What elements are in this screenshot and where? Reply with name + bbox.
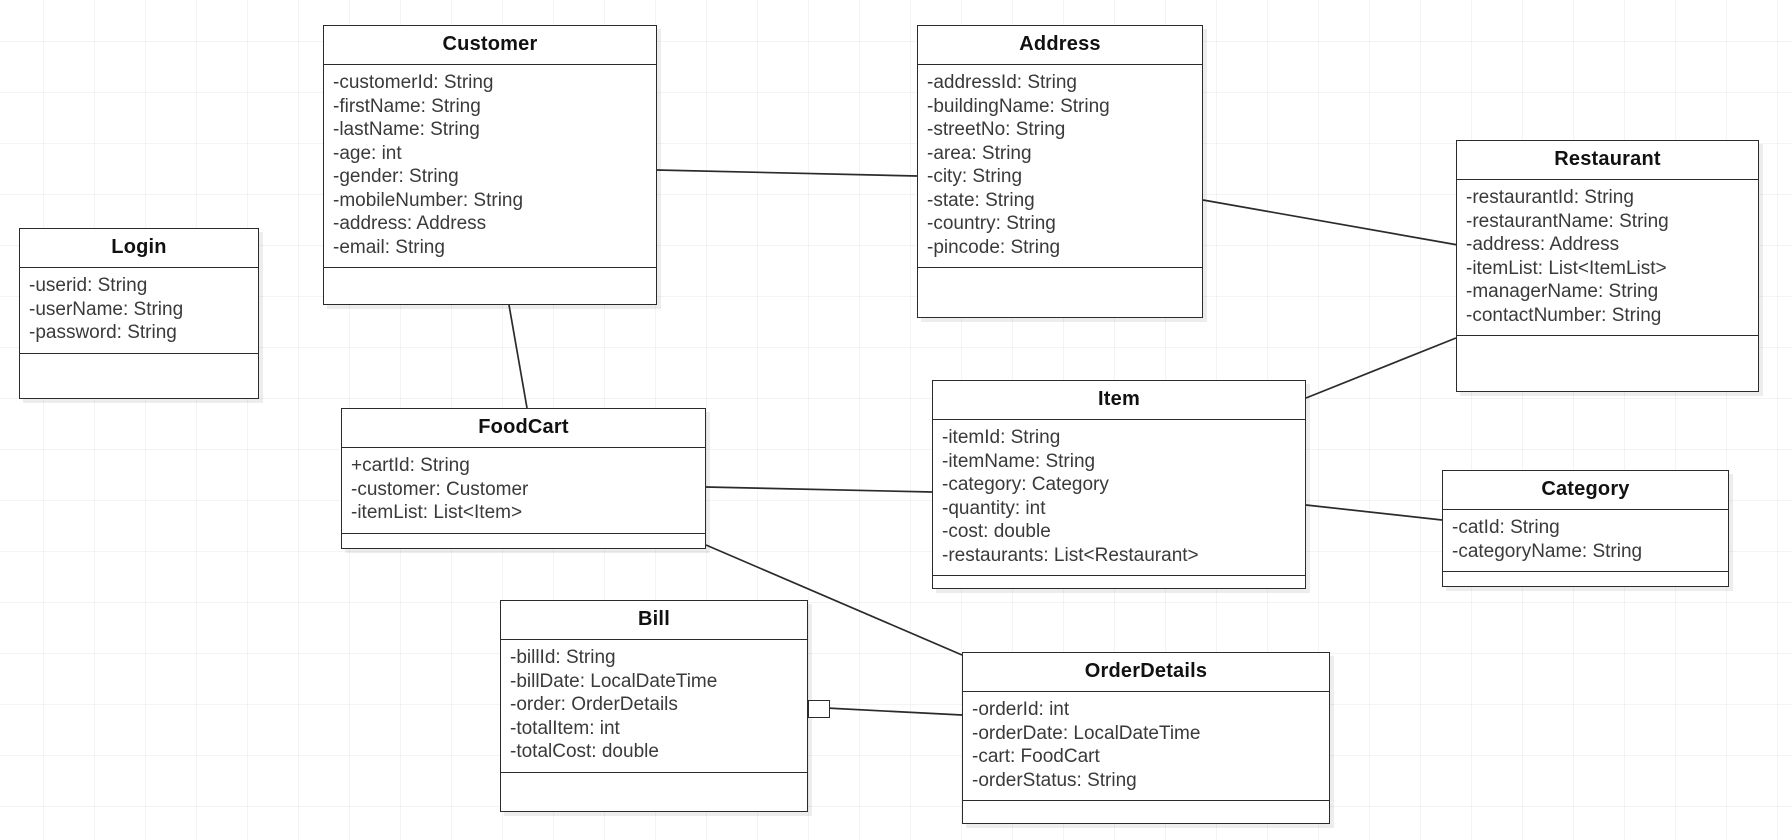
attribute-row: -cost: double	[942, 521, 1051, 542]
attribute-row: -contactNumber: String	[1466, 304, 1662, 326]
class-title-foodcart: FoodCart	[342, 409, 705, 448]
class-box-login[interactable]: Login -userid: String -userName: String …	[19, 228, 259, 399]
assoc-bill-orderdetails	[825, 707, 963, 716]
attribute-row: -cart: FoodCart	[972, 746, 1100, 767]
class-title-orderdetails: OrderDetails	[963, 653, 1329, 692]
attribute-row: -address: Address	[333, 213, 487, 234]
class-attributes-item: -itemId: String -itemName: String -categ…	[933, 420, 1305, 576]
attribute-row: -userid: String	[29, 275, 148, 296]
attribute-row: -totalItem: int	[510, 717, 620, 739]
assoc-item-category	[1305, 504, 1443, 521]
attribute-row: -billId: String	[510, 647, 616, 668]
attribute-row: -catId: String	[1452, 517, 1560, 538]
attribute-row: -password: String	[29, 322, 177, 343]
attribute-row: -order: OrderDetails	[510, 694, 678, 715]
attribute-row: -state: String	[927, 189, 1035, 211]
class-box-item[interactable]: Item -itemId: String -itemName: String -…	[932, 380, 1306, 589]
attribute-row: -restaurants: List<Restaurant>	[942, 544, 1199, 566]
attribute-row: -categoryName: String	[1452, 540, 1643, 562]
class-title-item: Item	[933, 381, 1305, 420]
attribute-row: -customer: Customer	[351, 478, 529, 500]
attribute-row: -billDate: LocalDateTime	[510, 670, 718, 692]
class-methods-foodcart	[342, 534, 705, 548]
assoc-customer-foodcart	[508, 304, 528, 409]
class-box-foodcart[interactable]: FoodCart +cartId: String -customer: Cust…	[341, 408, 706, 549]
class-attributes-orderdetails: -orderId: int -orderDate: LocalDateTime …	[963, 692, 1329, 801]
attribute-row: -userName: String	[29, 298, 184, 320]
attribute-row: -addressId: String	[927, 72, 1077, 93]
class-attributes-address: -addressId: String -buildingName: String…	[918, 65, 1202, 268]
attribute-row: -restaurantId: String	[1466, 187, 1634, 208]
class-box-category[interactable]: Category -catId: String -categoryName: S…	[1442, 470, 1729, 587]
attribute-row: -itemList: List<Item>	[351, 502, 523, 523]
attribute-row: -quantity: int	[942, 497, 1046, 519]
attribute-row: -category: Category	[942, 474, 1109, 495]
attribute-row: -orderStatus: String	[972, 769, 1137, 791]
class-box-bill[interactable]: Bill -billId: String -billDate: LocalDat…	[500, 600, 808, 812]
attribute-row: -managerName: String	[1466, 281, 1659, 302]
class-methods-item	[933, 576, 1305, 588]
class-box-restaurant[interactable]: Restaurant -restaurantId: String -restau…	[1456, 140, 1759, 392]
class-methods-bill	[501, 773, 807, 811]
attribute-row: -firstName: String	[333, 95, 481, 117]
attribute-row: -city: String	[927, 166, 1023, 187]
attribute-row: -area: String	[927, 142, 1032, 164]
class-methods-orderdetails	[963, 801, 1329, 823]
attribute-row: -orderDate: LocalDateTime	[972, 722, 1201, 744]
class-methods-customer	[324, 268, 656, 304]
class-box-address[interactable]: Address -addressId: String -buildingName…	[917, 25, 1203, 318]
class-title-category: Category	[1443, 471, 1728, 510]
attribute-row: -email: String	[333, 236, 445, 258]
attribute-row: -customerId: String	[333, 72, 494, 93]
class-methods-category	[1443, 572, 1728, 586]
attribute-row: -restaurantName: String	[1466, 210, 1669, 232]
class-attributes-login: -userid: String -userName: String -passw…	[20, 268, 258, 354]
attribute-row: -orderId: int	[972, 699, 1070, 720]
attribute-row: -totalCost: double	[510, 741, 659, 762]
attribute-row: -lastName: String	[333, 119, 480, 140]
attribute-row: -streetNo: String	[927, 119, 1066, 140]
class-title-customer: Customer	[324, 26, 656, 65]
assoc-restaurant-item	[1305, 337, 1457, 399]
attribute-row: -mobileNumber: String	[333, 189, 524, 211]
class-methods-address	[918, 268, 1202, 317]
assoc-address-restaurant	[1202, 199, 1459, 246]
class-attributes-restaurant: -restaurantId: String -restaurantName: S…	[1457, 180, 1758, 336]
class-attributes-bill: -billId: String -billDate: LocalDateTime…	[501, 640, 807, 773]
attribute-row: -buildingName: String	[927, 95, 1110, 117]
attribute-row: +cartId: String	[351, 455, 470, 476]
attribute-row: -itemName: String	[942, 450, 1096, 472]
class-box-orderdetails[interactable]: OrderDetails -orderId: int -orderDate: L…	[962, 652, 1330, 824]
attribute-row: -address: Address	[1466, 234, 1620, 255]
class-title-bill: Bill	[501, 601, 807, 640]
attribute-row: -country: String	[927, 213, 1056, 234]
class-attributes-customer: -customerId: String -firstName: String -…	[324, 65, 656, 268]
class-attributes-category: -catId: String -categoryName: String	[1443, 510, 1728, 572]
assoc-customer-address	[656, 169, 918, 177]
class-title-address: Address	[918, 26, 1202, 65]
attribute-row: -itemList: List<ItemList>	[1466, 257, 1667, 279]
attribute-row: -itemId: String	[942, 427, 1061, 448]
class-title-login: Login	[20, 229, 258, 268]
class-attributes-foodcart: +cartId: String -customer: Customer -ite…	[342, 448, 705, 534]
attribute-row: -age: int	[333, 142, 402, 164]
aggregation-marker-bill-orderdetails	[808, 700, 830, 718]
class-title-restaurant: Restaurant	[1457, 141, 1758, 180]
attribute-row: -pincode: String	[927, 236, 1061, 258]
assoc-foodcart-item	[705, 486, 933, 493]
class-methods-restaurant	[1457, 336, 1758, 391]
class-box-customer[interactable]: Customer -customerId: String -firstName:…	[323, 25, 657, 305]
class-methods-login	[20, 354, 258, 398]
attribute-row: -gender: String	[333, 166, 459, 187]
